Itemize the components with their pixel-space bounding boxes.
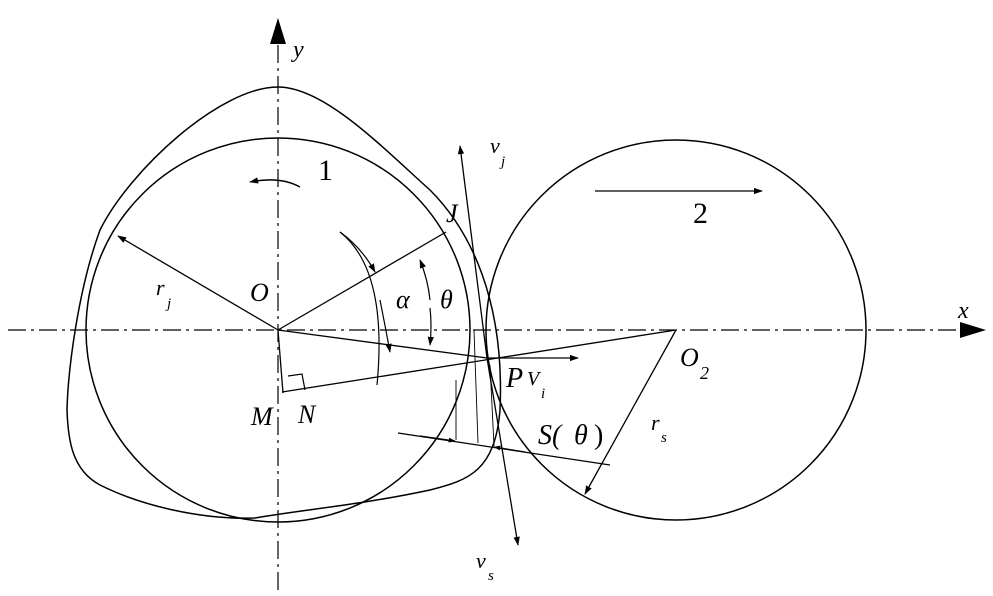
- y-axis-arrowhead: [270, 18, 286, 44]
- distance-S-arrow-right: [493, 445, 526, 453]
- radius-rs-label: r: [651, 410, 660, 435]
- y-axis-label: y: [291, 37, 304, 63]
- line-O-J: [277, 231, 447, 331]
- velocity-vj-label: v: [490, 133, 500, 158]
- angle-alpha-label: α: [396, 285, 411, 314]
- distance-S-theta: θ: [574, 420, 588, 451]
- right-angle-marker: [287, 373, 306, 391]
- angle-theta-label: θ: [440, 285, 453, 314]
- x-axis-arrowhead: [960, 322, 986, 338]
- cam-profile-curve: [66, 86, 502, 519]
- velocity-vs-subscript: s: [488, 568, 494, 584]
- alpha-arc-arrow-bottom: [379, 299, 392, 353]
- velocity-vj-subscript: j: [499, 154, 505, 170]
- radius-rj-subscript: j: [165, 296, 171, 312]
- line-N-O2: [281, 329, 677, 393]
- contact-P-label: P: [505, 363, 523, 394]
- cam-base-circle: [85, 137, 471, 523]
- x-axis-label: x: [957, 298, 969, 324]
- center-O-label: O: [250, 278, 269, 307]
- velocity-vs-label: v: [476, 548, 486, 573]
- alpha-arc-arrow-top: [339, 231, 376, 273]
- distance-S-arrow-left: [419, 435, 456, 443]
- extension-line-3: [489, 364, 495, 447]
- line-O-M: [277, 329, 284, 394]
- radius-rj-label: r: [156, 275, 165, 300]
- cam-number-label: 1: [318, 154, 333, 187]
- velocity-vj-arrow: [457, 145, 488, 359]
- distance-S-close: ): [594, 420, 603, 451]
- alpha-arc: [339, 231, 380, 386]
- cam-rotation-arrow: [249, 177, 301, 188]
- radius-rj-line: [117, 235, 279, 331]
- center-O2-subscript: 2: [700, 363, 709, 383]
- distance-S-label: S(: [538, 420, 563, 451]
- velocity-vi-label: V: [527, 368, 542, 390]
- radius-rs-subscript: s: [661, 430, 667, 446]
- center-O2-label: O: [680, 343, 699, 372]
- follower-circle: [485, 139, 867, 521]
- theta-arc-arrow-down: [427, 307, 434, 346]
- velocity-vi-subscript: i: [541, 386, 545, 402]
- point-J-label: J: [446, 199, 459, 228]
- velocity-vs-arrow: [486, 357, 520, 546]
- theta-arc-arrow-up: [419, 259, 431, 301]
- follower-number-label: 2: [693, 197, 708, 230]
- extension-line-2: [473, 329, 479, 444]
- radius-rs-line: [584, 329, 677, 495]
- point-M-label: M: [250, 402, 274, 431]
- point-N-label: N: [297, 400, 317, 429]
- line-O-P: [277, 329, 488, 359]
